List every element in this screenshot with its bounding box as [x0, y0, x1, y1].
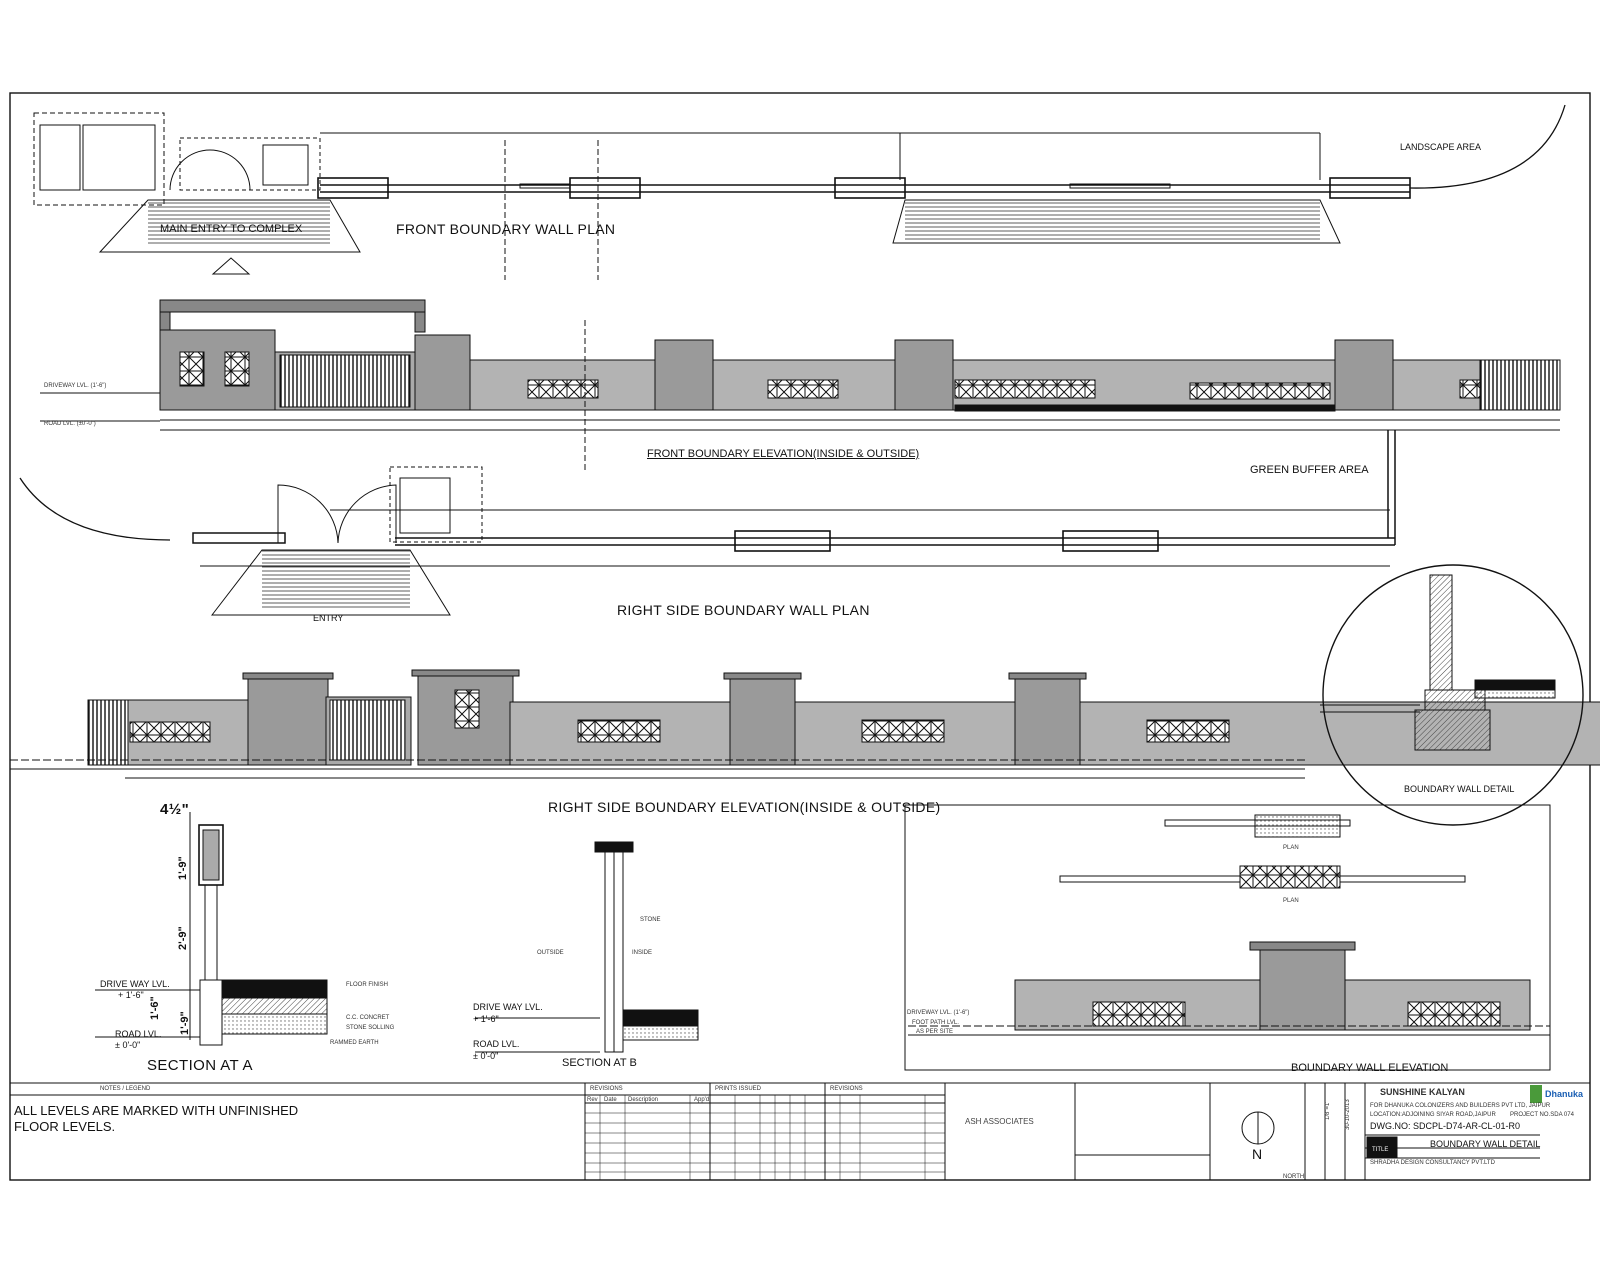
- main-entry-label: MAIN ENTRY TO COMPLEX: [160, 223, 303, 235]
- dhanuka-logo-text: Dhanuka: [1545, 1089, 1584, 1099]
- section-a-drive-way-val: + 1'-6": [118, 990, 144, 1000]
- section-b-road: ROAD LVL.: [473, 1039, 520, 1049]
- plan-small-label: PLAN: [1283, 845, 1299, 851]
- prints-issued-heading: PRINTS ISSUED: [715, 1086, 762, 1092]
- client-name: FOR DHANUKA COLONIZERS AND BUILDERS PVT …: [1370, 1103, 1551, 1109]
- section-a-dim-top: 4½": [160, 801, 190, 818]
- rev-col-3: App'd: [694, 1097, 710, 1103]
- rev-col-0: Rev: [587, 1097, 598, 1103]
- right-side-boundary-wall-plan: [19, 430, 1396, 616]
- north-arrow-letter: N: [1252, 1146, 1263, 1162]
- section-a-dim-1: 1'-9": [177, 856, 189, 880]
- section-b-outside: OUTSIDE: [537, 950, 564, 956]
- notes-heading: NOTES / LEGEND: [100, 1086, 151, 1092]
- rev-col-1: Date: [604, 1097, 617, 1103]
- boundary-wall-elevation-drawing: [904, 804, 1551, 1071]
- boundary-wall-detail-circle: [1320, 564, 1584, 826]
- section-b-drive-way-val: + 1'-6": [473, 1014, 499, 1024]
- architect-name: ASH ASSOCIATES: [965, 1117, 1034, 1126]
- section-a-dim-3: 1'-9": [179, 1011, 191, 1035]
- green-buffer-label: GREEN BUFFER AREA: [1250, 464, 1369, 476]
- section-b-drawing: [475, 841, 699, 1053]
- right-plan-title: RIGHT SIDE BOUNDARY WALL PLAN: [617, 602, 870, 618]
- revisions-heading: REVISIONS: [590, 1086, 623, 1092]
- section-a-drive-way: DRIVE WAY LVL.: [100, 979, 170, 989]
- section-a-earth: RAMMED EARTH: [330, 1040, 379, 1046]
- project-location: LOCATION:ADJOINING SIYAR ROAD,JAIPUR: [1370, 1112, 1496, 1118]
- drawing-number: DWG.NO: SDCPL-D74-AR-CL-01-R0: [1370, 1121, 1521, 1131]
- north-label: NORTH: [1283, 1174, 1305, 1180]
- section-a-floor-finish: FLOOR FINISH: [346, 982, 389, 988]
- project-name: SUNSHINE KALYAN: [1380, 1087, 1465, 1097]
- right-elevation-title: RIGHT SIDE BOUNDARY ELEVATION(INSIDE & O…: [548, 799, 941, 815]
- revisions-heading-2: REVISIONS: [830, 1086, 863, 1092]
- front-elevation-title: FRONT BOUNDARY ELEVATION(INSIDE & OUTSID…: [647, 448, 920, 460]
- title-block: [10, 1082, 1590, 1180]
- boundary-wall-detail-label: BOUNDARY WALL DETAIL: [1404, 784, 1515, 794]
- section-b-road-val: ± 0'-0": [473, 1051, 499, 1061]
- section-a-drawing: [95, 812, 328, 1046]
- section-a-title: SECTION AT A: [147, 1057, 253, 1074]
- title-label: TITLE: [1372, 1147, 1389, 1153]
- consultant-name: SHRADHA DESIGN CONSULTANCY PVT.LTD: [1370, 1160, 1495, 1166]
- drawing-date: 30-10-2013: [1345, 1099, 1351, 1130]
- rev-col-2: Description: [628, 1097, 659, 1103]
- front-elev-driveway-level: DRIVEWAY LVL. (1'-6"): [44, 383, 107, 389]
- section-b-title: SECTION AT B: [562, 1057, 637, 1069]
- landscape-area-label: LANDSCAPE AREA: [1400, 142, 1482, 152]
- front-plan-title: FRONT BOUNDARY WALL PLAN: [396, 221, 616, 237]
- project-number: PROJECT NO.SDA 074: [1510, 1112, 1574, 1118]
- wall-elevation-title: BOUNDARY WALL ELEVATION: [1291, 1062, 1449, 1074]
- entry-label: ENTRY: [313, 613, 344, 623]
- drawing-scale: 1/8"=1': [1325, 1101, 1331, 1120]
- section-b-drive-way: DRIVE WAY LVL.: [473, 1002, 543, 1012]
- section-b-stone: STONE: [640, 917, 661, 923]
- section-a-road: ROAD LVL.: [115, 1029, 162, 1039]
- wall-elev-as-per-site: AS PER SITE: [916, 1029, 954, 1035]
- drawing-title: BOUNDARY WALL DETAIL: [1430, 1139, 1541, 1149]
- wall-elev-footpath-level: FOOT PATH LVL.: [912, 1020, 959, 1026]
- front-boundary-wall-plan: [33, 104, 1566, 280]
- section-a-soling: STONE SOLLING: [346, 1025, 395, 1031]
- right-side-boundary-elevation: [10, 669, 1600, 779]
- notes-text: ALL LEVELS ARE MARKED WITH UNFINISHED FL…: [14, 1103, 299, 1134]
- wall-elev-driveway-level: DRIVEWAY LVL. (1'-6"): [907, 1010, 970, 1016]
- front-elev-road-level: ROAD LVL. (±0'-0"): [44, 421, 96, 427]
- section-a-dim-4: 1'-6": [149, 996, 161, 1020]
- section-a-dim-2: 2'-9": [177, 926, 189, 950]
- section-b-inside: INSIDE: [632, 950, 653, 956]
- section-a-road-val: ± 0'-0": [115, 1040, 141, 1050]
- front-boundary-elevation: [40, 299, 1561, 470]
- section-a-cc: C.C. CONCRET: [346, 1015, 390, 1021]
- plan-small-label-2: PLAN: [1283, 898, 1299, 904]
